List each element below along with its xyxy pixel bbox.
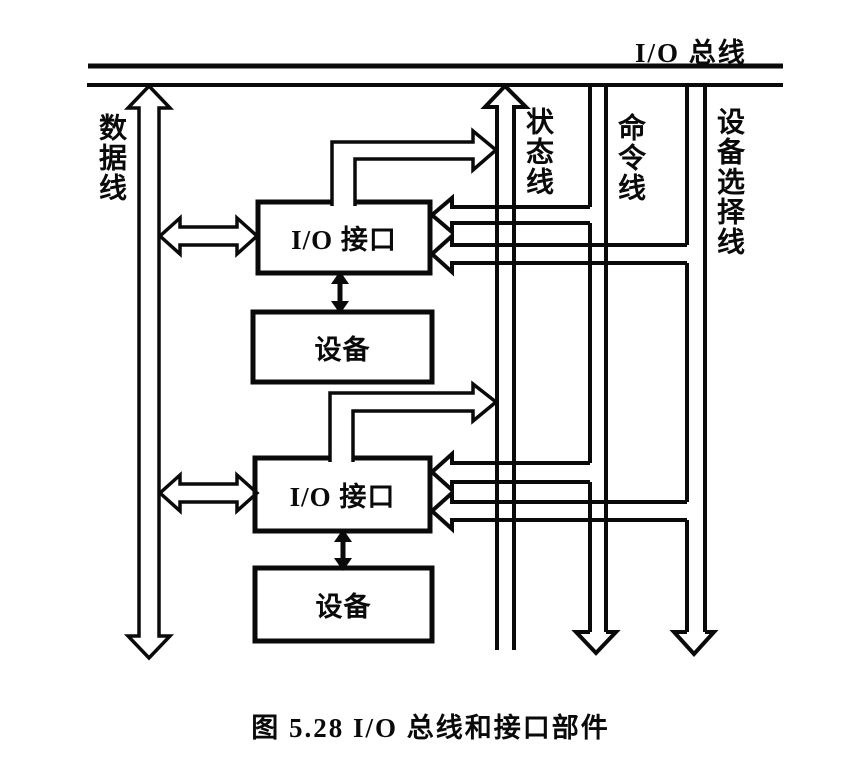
io-interface-2-label: I/O 接口 — [289, 482, 396, 512]
device-2-label: 设备 — [315, 592, 372, 622]
command-to-interface1-arrow — [428, 193, 590, 237]
status-line-label: 状态线 — [522, 107, 553, 197]
command-to-interface2-arrow — [429, 449, 590, 495]
interface1-device1-double-arrow — [331, 271, 349, 314]
select-line-bar — [669, 87, 719, 657]
select-line-label: 设备选择线 — [713, 107, 744, 257]
status-line-bar — [480, 83, 531, 650]
device-1-box — [250, 309, 435, 385]
data-line-arrow — [123, 83, 175, 661]
command-line-label: 命令线 — [614, 113, 645, 203]
io-interface-1-box — [255, 199, 433, 276]
data-line-label: 数据线 — [95, 113, 126, 203]
interface1-status-elbow-arrow — [330, 127, 499, 206]
device-1-label: 设备 — [314, 334, 371, 365]
figure-caption: 图 5.28 I/O 总线和接口部件 — [251, 713, 610, 743]
io-interface-1-label: I/O 接口 — [291, 225, 397, 255]
select-to-interface1-arrow — [429, 231, 687, 277]
device-2-box — [252, 565, 435, 644]
interface2-status-elbow-arrow — [328, 380, 499, 462]
data-to-interface2-double-arrow — [157, 471, 260, 515]
command-line-bar — [571, 87, 621, 656]
select-to-interface2-arrow — [429, 488, 687, 534]
interface2-device2-double-arrow — [334, 529, 352, 571]
io-bus-label: I/O 总线 — [635, 38, 747, 68]
data-to-interface1-double-arrow — [157, 214, 260, 258]
